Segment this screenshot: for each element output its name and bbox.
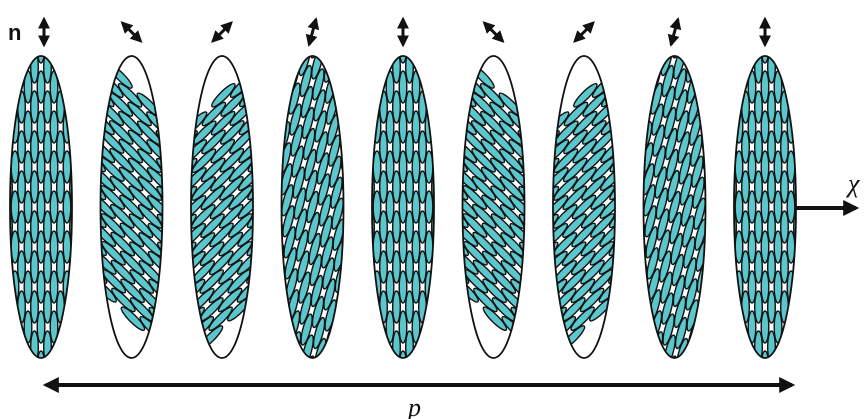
layer-2 [80, 56, 184, 358]
layer-4 [266, 26, 359, 388]
director-label: n [8, 20, 21, 45]
layer-3 [170, 56, 274, 358]
liquid-crystal-layers [0, 26, 808, 388]
layer-9 [722, 31, 808, 383]
helical-axis-label: χ [845, 169, 860, 198]
molecules-layer-6 [442, 62, 546, 342]
molecules-layer-2 [80, 62, 184, 342]
layer-7 [532, 56, 636, 358]
pitch-label: p [406, 393, 421, 419]
layer-5 [360, 31, 446, 383]
director-arrow-8 [671, 19, 678, 44]
director-arrow-2 [122, 23, 140, 41]
layer-6 [442, 56, 546, 358]
molecules-layer-7 [532, 72, 636, 352]
director-arrow-3 [213, 23, 231, 41]
director-arrow-6 [484, 23, 502, 41]
director-arrow-7 [575, 23, 593, 41]
molecules-layer-3 [170, 72, 274, 352]
molecules-layer-9 [722, 31, 808, 383]
director-arrows [44, 19, 765, 45]
layer-8 [628, 26, 721, 388]
molecules-layer-5 [360, 31, 446, 383]
director-arrow-4 [309, 19, 316, 44]
layer-1 [0, 31, 84, 383]
